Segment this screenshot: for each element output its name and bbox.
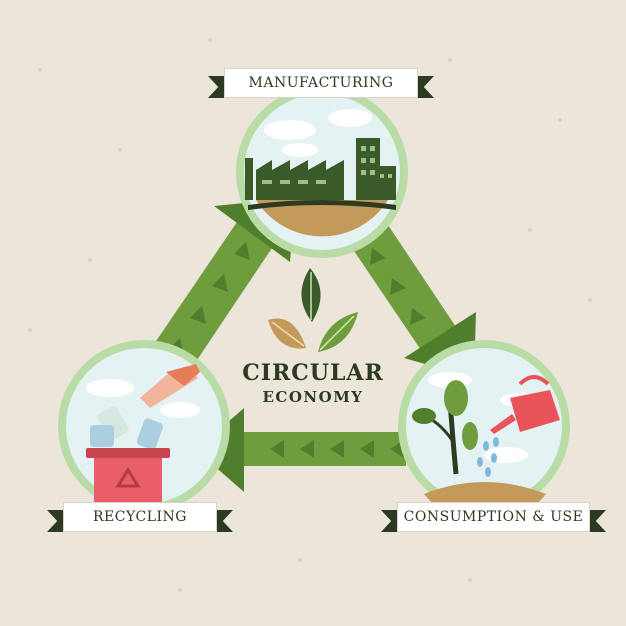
consumption-illustration <box>398 340 570 524</box>
arrow-consumption-to-recycling <box>196 408 406 492</box>
background-dots <box>28 38 592 592</box>
title-line-2: ECONOMY <box>262 388 364 406</box>
bottle-icon <box>90 405 164 450</box>
plant-icon <box>412 380 478 475</box>
recycling-banner: RECYCLING <box>47 502 233 536</box>
manufacturing-banner: MANUFACTURING <box>208 68 434 102</box>
recycle-bin-icon <box>86 448 170 502</box>
cloud-icon <box>264 109 372 157</box>
water-drop-icon <box>477 437 499 477</box>
leaves-icon <box>268 268 358 352</box>
manufacturing-illustration <box>236 86 408 258</box>
watering-can-icon <box>490 375 560 434</box>
center-title: CIRCULAR ECONOMY <box>213 360 413 406</box>
hand-icon <box>140 364 200 408</box>
manufacturing-label: MANUFACTURING <box>224 68 418 98</box>
consumption-label: CONSUMPTION & USE <box>397 502 590 532</box>
recycling-illustration <box>58 340 230 512</box>
consumption-banner: CONSUMPTION & USE <box>381 502 606 536</box>
recycling-label: RECYCLING <box>63 502 217 532</box>
factory-icon <box>245 138 396 200</box>
title-line-1: CIRCULAR <box>242 360 384 386</box>
